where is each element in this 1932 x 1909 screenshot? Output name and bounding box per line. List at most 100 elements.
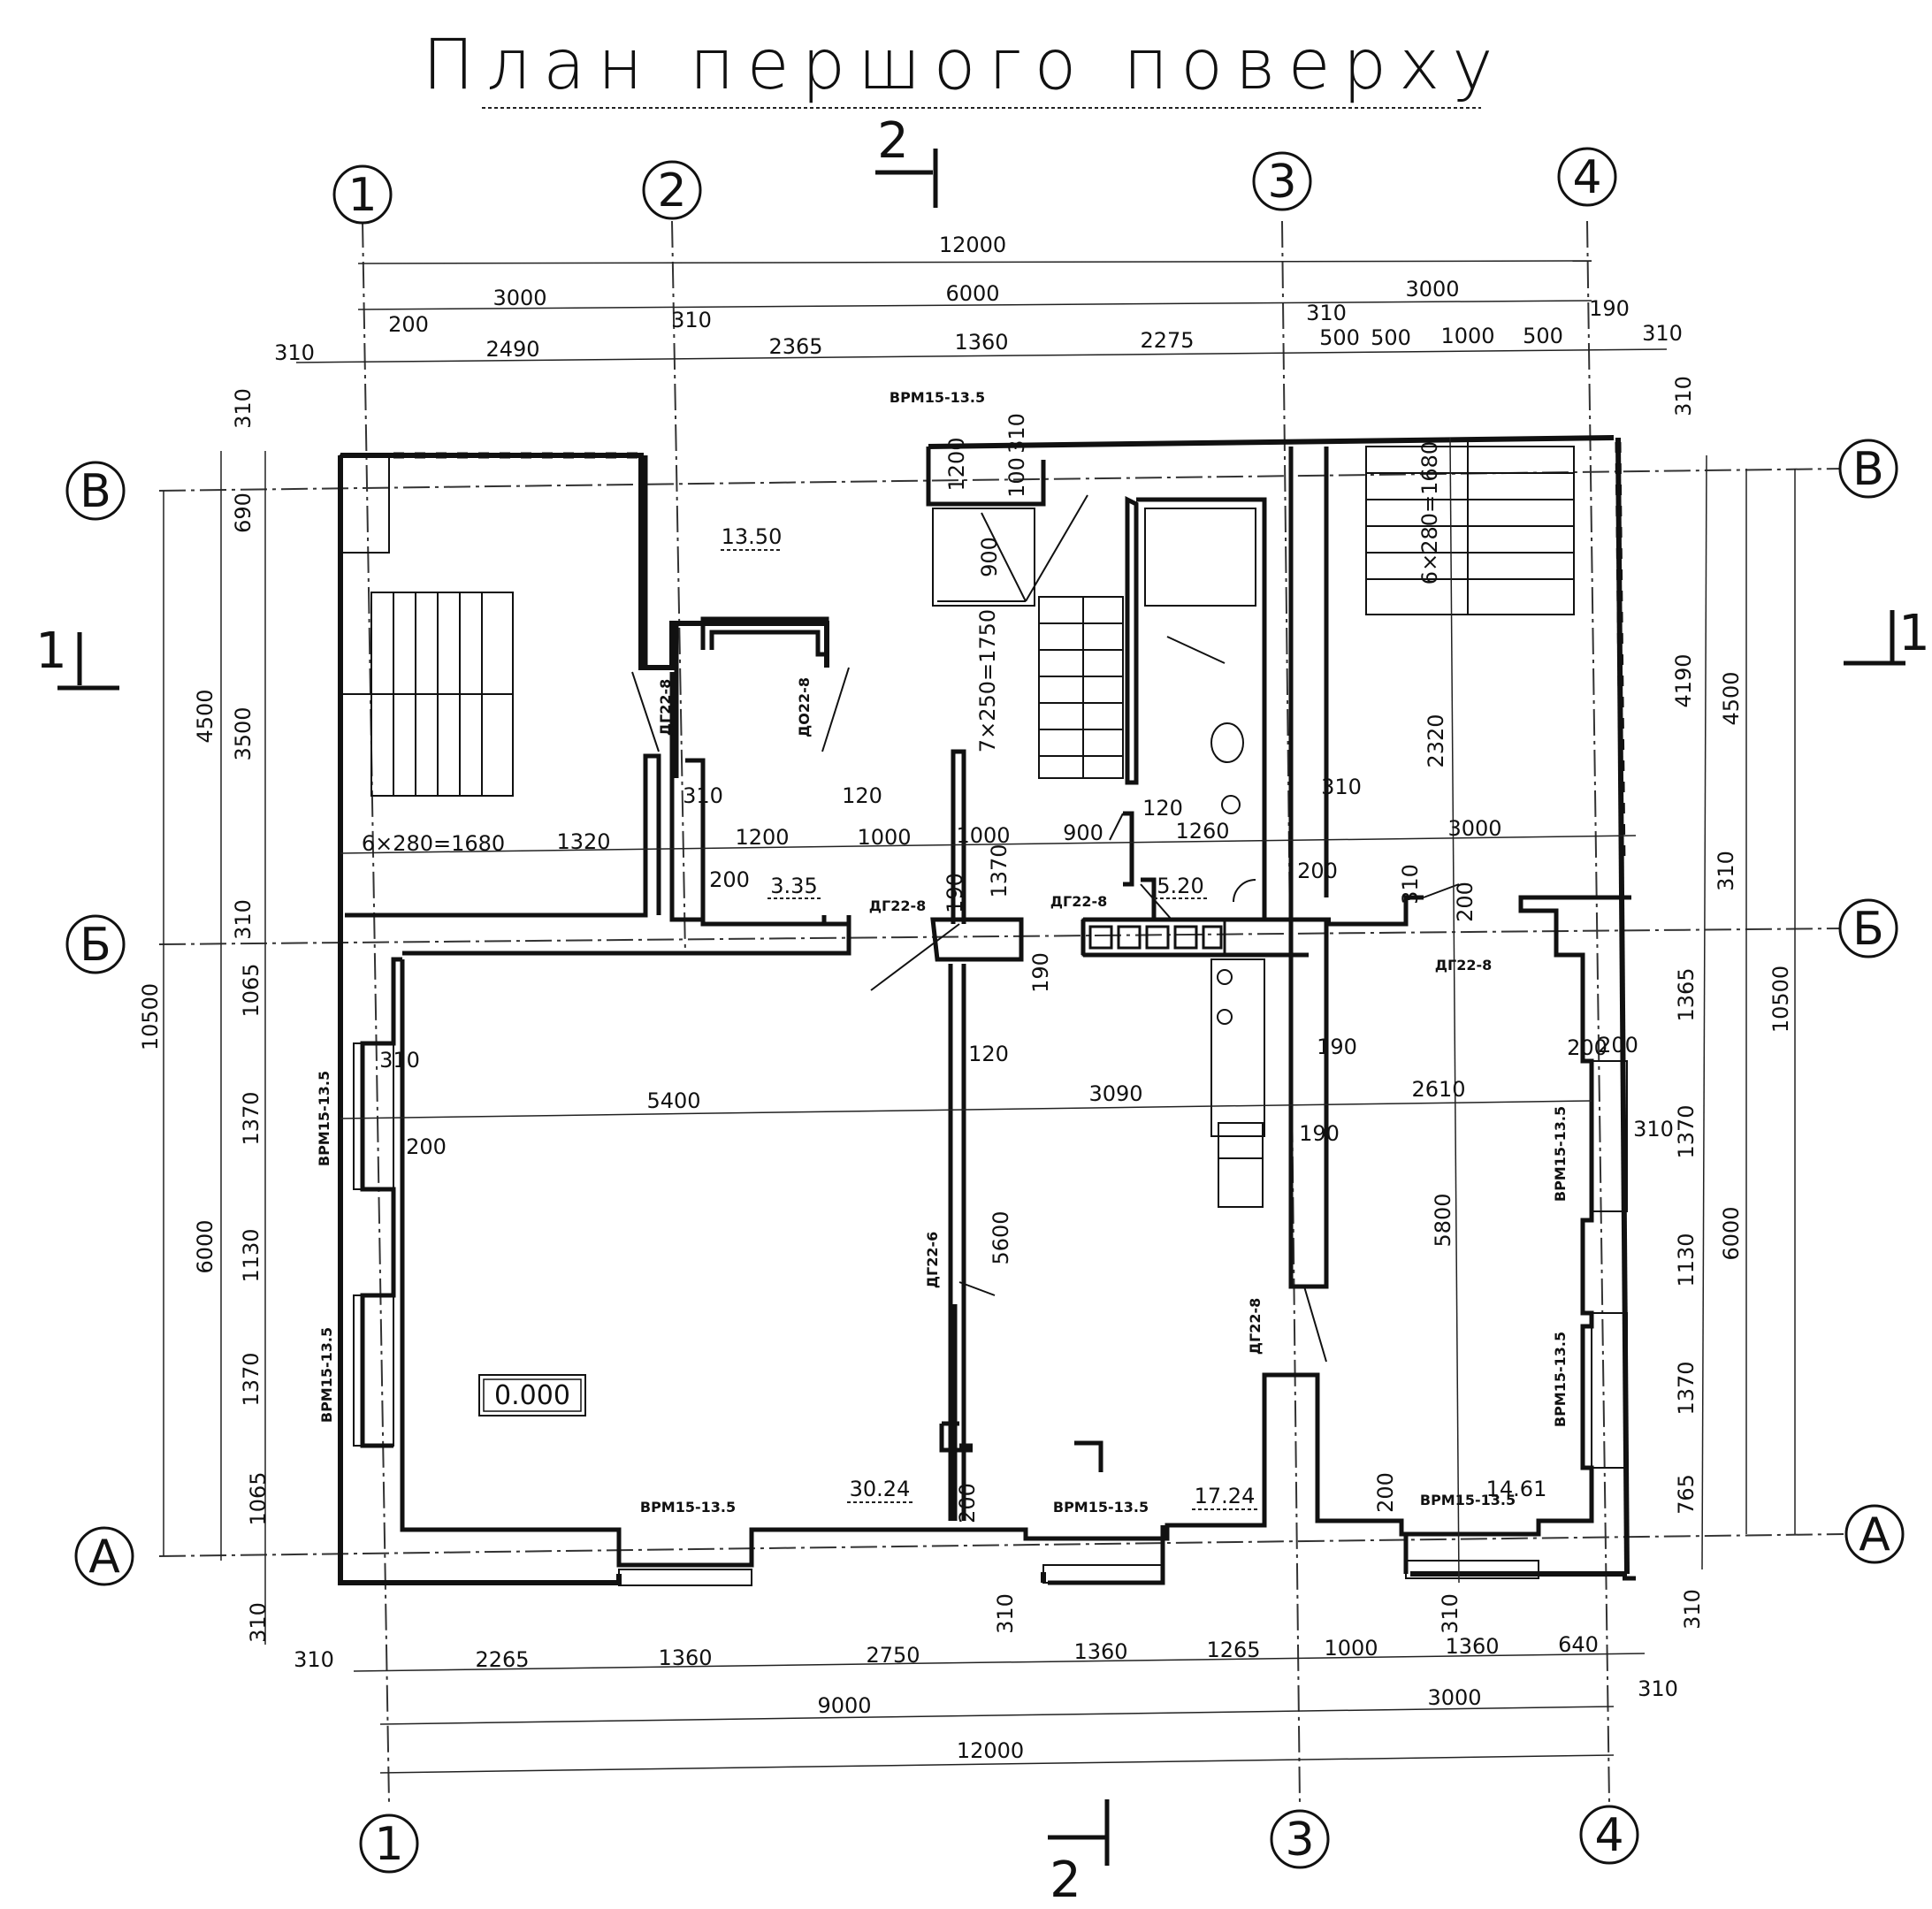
dim-top-2490: 2490 (485, 337, 539, 362)
dim-right-310c: 310 (1680, 1589, 1705, 1630)
windows (340, 454, 1628, 1586)
dim-inner-900s: 900 (977, 537, 1002, 577)
section-cut-2-top (875, 149, 938, 208)
window-mark-top: ВРМ15-13.5 (890, 389, 985, 406)
dim-right-4190: 4190 (1671, 653, 1696, 707)
axis-bubble-1-bottom: 1 (359, 1814, 419, 1874)
dim-top-190: 190 (1589, 296, 1630, 321)
vent-ducts (1081, 918, 1226, 957)
axis-bubble-3-bottom: 3 (1270, 1809, 1330, 1869)
window-mark-bottom-2: ВРМ15-13.5 (1053, 1499, 1149, 1516)
door-mark-3: ДГ22-8 (869, 897, 926, 914)
stair-label-left: 6×280=1680 (362, 831, 505, 856)
axis-label-1-top: 1 (347, 169, 377, 222)
dim-bottom-2750: 2750 (866, 1643, 920, 1668)
stair-right (1365, 438, 1575, 615)
dim-right-10500: 10500 (1768, 966, 1793, 1033)
toilet-icon (1210, 722, 1244, 763)
corner-mark (1074, 1440, 1103, 1472)
section-cut-1-left (57, 632, 119, 691)
dim-top-310a: 310 (274, 340, 315, 365)
dim-inner-310g: 310 (1438, 1593, 1462, 1634)
section-label-2-top: 2 (877, 112, 909, 170)
window-dashed-right (1615, 441, 1626, 867)
dim-inner-310b: 310 (1321, 775, 1362, 799)
dim-inner-1260: 1260 (1175, 819, 1229, 844)
elevation-mark: 0.000 (494, 1380, 570, 1411)
sink-icon (1221, 795, 1241, 814)
dim-bottom-640: 640 (1558, 1632, 1599, 1657)
dim-inner-1200s: 1200 (944, 437, 969, 491)
interior-walls (345, 447, 1424, 1521)
dim-inner-900: 900 (1063, 821, 1103, 845)
room-area-13-50: 13.50 (722, 524, 783, 549)
door-mark-2: ДО22-8 (796, 677, 813, 737)
dim-inner-190a: 190 (943, 873, 967, 913)
dim-left-1065b: 1065 (246, 1471, 271, 1525)
section-cut-2-bottom (1048, 1799, 1110, 1866)
dim-left-310b: 310 (231, 899, 256, 940)
dim-left-1130: 1130 (239, 1228, 263, 1282)
stair-middle (932, 494, 1124, 779)
dim-left-4500: 4500 (193, 689, 218, 743)
elevation-frame-inner (483, 1378, 582, 1412)
window-mark-bottom-3: ВРМ15-13.5 (1420, 1492, 1516, 1508)
axis-bubble-2-top: 2 (642, 160, 702, 220)
door-mark-5: ДГ22-8 (1435, 957, 1492, 974)
dim-top-2275: 2275 (1140, 328, 1194, 353)
dim-left-310a: 310 (231, 388, 256, 429)
room-area-14-61: 14.61 (1486, 1477, 1547, 1501)
section-label-2-bottom: 2 (1050, 1852, 1081, 1909)
dim-inner-3000: 3000 (1447, 816, 1501, 841)
dim-inner-100s: 100 (1004, 457, 1029, 498)
dim-bottom-12000: 12000 (957, 1738, 1024, 1763)
dim-left-690: 690 (231, 493, 256, 533)
dim-top-310b: 310 (671, 308, 712, 332)
stair-label-middle: 7×250=1750 (975, 609, 1000, 752)
corner-mark-2 (939, 1424, 973, 1453)
dim-inner-120c: 120 (968, 1042, 1009, 1066)
dim-top-6000: 6000 (945, 281, 999, 306)
door-mark-7: ДГ22-8 (1247, 1298, 1264, 1355)
dim-inner-200d: 200 (406, 1134, 447, 1159)
dim-inner-310c: 310 (1398, 864, 1423, 905)
dim-right-1370b: 1370 (1674, 1361, 1699, 1415)
axis-bubble-b-right: Б (1838, 898, 1898, 958)
dim-inner-1000a: 1000 (857, 825, 911, 850)
dim-inner-200g: 200 (1373, 1472, 1398, 1513)
window-mark-right-1: ВРМ15-13.5 (1552, 1106, 1569, 1202)
dim-left-1065a: 1065 (239, 963, 263, 1017)
bathroom-fixtures (1144, 508, 1265, 1208)
dim-left-6000: 6000 (193, 1219, 218, 1273)
window-mark-bottom-1: ВРМ15-13.5 (640, 1499, 736, 1516)
dim-inner-200a: 200 (709, 867, 750, 892)
dim-inner-190c: 190 (1317, 1035, 1357, 1059)
dim-inner-190b: 190 (1028, 952, 1053, 993)
dim-inner-5600: 5600 (989, 1210, 1013, 1264)
axis-bubble-4-top: 4 (1557, 147, 1617, 207)
dim-top-310c: 310 (1306, 301, 1347, 325)
dim-left-1370a: 1370 (239, 1091, 263, 1145)
dim-inner-200c: 200 (1453, 882, 1478, 922)
dim-top-310d: 310 (1642, 321, 1683, 346)
axis-label-4-bottom: 4 (1594, 1809, 1623, 1862)
axis-label-b-left: Б (80, 919, 111, 972)
dim-top-500c: 500 (1523, 324, 1563, 348)
dimension-lines (163, 260, 1796, 1774)
dim-bottom-1360a: 1360 (658, 1646, 712, 1670)
dim-inner-2610: 2610 (1411, 1077, 1465, 1102)
dim-bottom-2265: 2265 (475, 1647, 529, 1672)
axis-lines (158, 220, 1844, 1805)
dim-inner-1320: 1320 (556, 829, 610, 854)
dim-top-12000: 12000 (939, 233, 1006, 257)
room-area-17-24: 17.24 (1195, 1484, 1256, 1508)
dim-inner-310d: 310 (379, 1048, 420, 1073)
window-mark-left-2: ВРМ15-13.5 (318, 1327, 335, 1423)
axis-label-4-top: 4 (1572, 151, 1601, 204)
dim-top-500a: 500 (1319, 325, 1360, 350)
dim-bottom-1360b: 1360 (1073, 1639, 1127, 1664)
axis-label-a-right: А (1859, 1508, 1890, 1562)
axis-bubble-3-top: 3 (1252, 151, 1312, 211)
dim-inner-200e: 200 (1598, 1033, 1638, 1058)
